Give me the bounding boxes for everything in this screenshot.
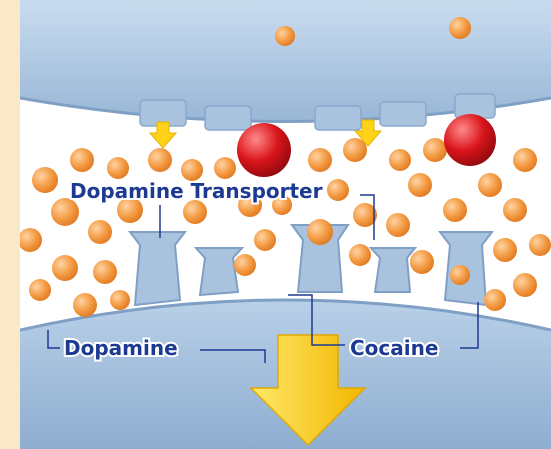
release-arrows: [148, 119, 383, 149]
label-dopamine-transporter: Dopamine Transporter: [70, 179, 323, 203]
label-cocaine: Cocaine: [350, 336, 438, 360]
label-dopamine: Dopamine: [64, 336, 178, 360]
synapse-diagram: Dopamine Transporter Dopamine Cocaine: [20, 0, 551, 449]
cocaine-molecules: [237, 114, 496, 177]
diagram-canvas: Dopamine Transporter Dopamine Cocaine: [20, 0, 551, 449]
signal-arrow: [249, 334, 367, 447]
leader-lines: [47, 194, 479, 363]
presynaptic-membrane: [20, 0, 551, 122]
dopamine-molecules: [20, 17, 551, 317]
transporter-proteins: [127, 224, 495, 307]
presynaptic-receptors: [139, 93, 496, 131]
